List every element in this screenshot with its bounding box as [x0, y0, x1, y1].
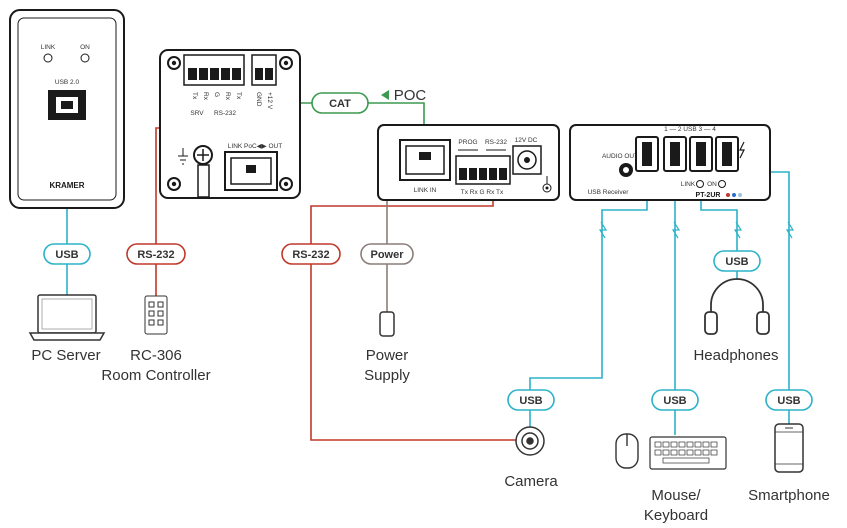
power-tag: Power — [360, 243, 414, 265]
link-led — [43, 53, 53, 63]
ground-screw-icon — [178, 145, 213, 198]
usb-cable-camera — [529, 170, 648, 428]
headphones-icon — [704, 278, 770, 335]
wireless-icon — [785, 221, 795, 239]
usb-port-numbers: 1 — 2 USB 3 — 4 — [664, 126, 716, 133]
mouse-keyboard-label-line1: Mouse/ — [651, 487, 701, 504]
pin-label: Tx — [191, 92, 198, 100]
usb-tag-camera: USB — [507, 389, 555, 411]
camera-icon — [515, 426, 545, 456]
usb-port-label: USB 2.0 — [55, 79, 80, 86]
headphones-label: Headphones — [693, 347, 778, 364]
receiver-box: AUDIO OUT USB Receiver 1 — 2 USB 3 — 4 L… — [569, 124, 771, 201]
usb-tag-label: USB — [663, 395, 686, 407]
cat-tag-label: CAT — [329, 98, 351, 110]
power-supply-icon — [379, 311, 395, 337]
power-supply-label-line1: Power — [366, 347, 409, 364]
brand-logo: KRAMER — [49, 181, 84, 190]
prog-label: PROG — [458, 139, 477, 146]
rs232-tag-rc306: RS-232 — [126, 243, 186, 265]
rs232-tag-camera: RS-232 — [281, 243, 341, 265]
dc-label: 12V DC — [515, 137, 538, 144]
on-led — [80, 53, 90, 63]
smartphone-icon — [774, 423, 804, 473]
link-poc-out-label: LINK PoC◀▶ OUT — [228, 143, 282, 150]
rx-link-label: LINK — [681, 181, 696, 188]
rc306-label-line2: Room Controller — [101, 367, 210, 384]
model-label: PT-2UR — [696, 192, 721, 199]
laptop-icon — [28, 294, 106, 341]
usb-receiver-label: USB Receiver — [588, 189, 630, 196]
wireless-icon — [733, 221, 743, 239]
usb-tag-label: USB — [777, 395, 800, 407]
power-tag-label: Power — [370, 249, 404, 261]
pin-label: Rx — [202, 92, 209, 101]
rc306-label-line1: RC-306 — [130, 347, 182, 364]
controller-box: Tx Rx G Rx Tx SRV RS-232 GND +12 V LINK … — [159, 49, 301, 199]
pin-label: Rx — [224, 92, 231, 101]
room-controller-icon — [144, 295, 168, 335]
mouse-keyboard-label-line2: Keyboard — [644, 507, 708, 524]
link-led-label: LINK — [41, 44, 56, 51]
keyboard-icon — [649, 436, 727, 470]
rs232-tag-label: RS-232 — [292, 249, 329, 261]
usb-tag-headphones: USB — [713, 250, 761, 272]
on-led-label: ON — [80, 44, 90, 51]
usb-wall-plate: LINK ON USB 2.0 KRAMER — [9, 9, 125, 209]
tx-pin-labels: Tx Rx G Rx Tx — [461, 189, 504, 196]
usb-tag-smartphone: USB — [765, 389, 813, 411]
pc-server-label: PC Server — [31, 347, 100, 364]
link-in-label: LINK IN — [414, 187, 437, 194]
transmitter-box: LINK IN PROG RS-232 Tx Rx G Rx Tx 12V DC — [377, 124, 560, 201]
rs232-tag-label: RS-232 — [137, 249, 174, 261]
cat-tag: CAT — [311, 92, 369, 114]
gnd-label: GND — [255, 92, 262, 107]
rx-on-label: ON — [707, 181, 717, 188]
arrow-left-icon — [381, 90, 389, 100]
pin-label: G — [213, 92, 220, 97]
poc-label: POC — [394, 87, 427, 104]
usb-tag-label: USB — [55, 249, 78, 261]
usb-tag-label: USB — [725, 256, 748, 268]
usb-tag-pc: USB — [43, 243, 91, 265]
rs232-label: RS-232 — [214, 110, 236, 117]
terminal-pin-labels: Tx Rx G Rx Tx — [191, 92, 242, 101]
wireless-icon — [598, 221, 608, 239]
power-supply-label-line2: Supply — [364, 367, 410, 384]
mouse-icon — [615, 433, 639, 469]
charge-icon — [739, 141, 745, 159]
rs232-cable-transmitter-camera — [310, 192, 518, 441]
camera-label: Camera — [504, 473, 558, 490]
wireless-markers — [598, 221, 795, 239]
srv-label: SRV — [190, 110, 204, 117]
pin-label: Tx — [235, 92, 242, 100]
plus12v-label: +12 V — [266, 92, 273, 110]
tx-rs232-label: RS-232 — [485, 139, 507, 146]
audio-out-label: AUDIO OUT — [602, 153, 638, 160]
poc-indicator: POC — [381, 87, 426, 104]
smartphone-label: Smartphone — [748, 487, 830, 504]
cable-tags: CAT POC USB RS-232 RS-232 Power USB USB — [43, 87, 813, 411]
usb-tag-label: USB — [519, 395, 542, 407]
usb-tag-mouse-keyboard: USB — [651, 389, 699, 411]
wireless-icon — [671, 221, 681, 239]
